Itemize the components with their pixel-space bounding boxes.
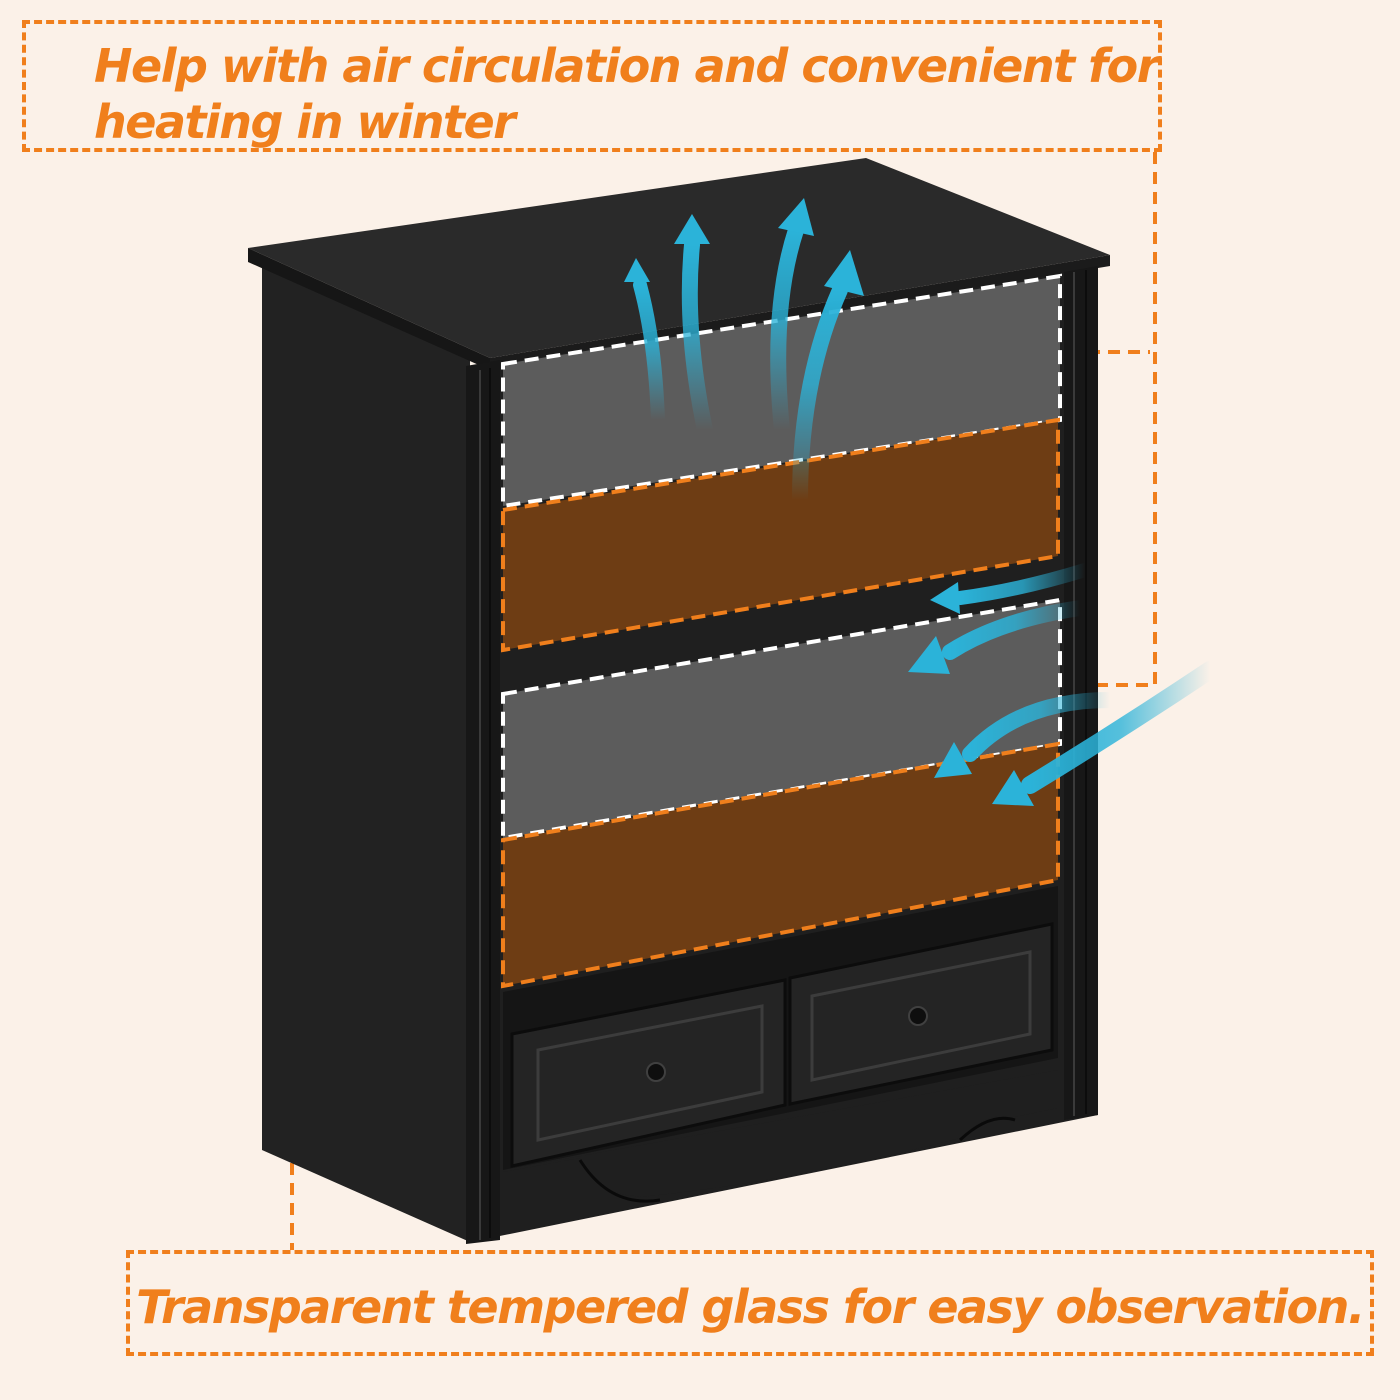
drawer-left-panel — [536, 1004, 764, 1142]
air-circulation-text: Help with air circulation and convenient… — [94, 39, 1159, 149]
knob-icon[interactable] — [908, 1006, 928, 1026]
glass-panel-2 — [501, 417, 1060, 653]
glass-panel-4 — [501, 741, 1060, 989]
airflow-arrows-in — [908, 563, 1219, 806]
knob-icon[interactable] — [646, 1062, 666, 1082]
left-pilaster — [466, 360, 500, 1244]
curved-arrow-icon — [992, 661, 1219, 806]
cabinet-top — [248, 158, 1110, 358]
airflow-arrows-up — [624, 198, 864, 508]
cabinet-top-edge — [248, 248, 490, 370]
right-pilaster — [1064, 266, 1098, 1120]
drawer-right-panel — [810, 950, 1032, 1082]
curved-arrow-icon — [908, 600, 1088, 674]
curved-arrow-icon — [792, 250, 864, 508]
glass-callout: Transparent tempered glass for easy obse… — [126, 1250, 1374, 1356]
cabinet-side-panel — [262, 262, 470, 1242]
cabinet-apron — [503, 1070, 1058, 1197]
glass-text: Transparent tempered glass for easy obse… — [136, 1280, 1365, 1334]
drawers — [503, 886, 1058, 1203]
curved-arrow-icon — [934, 692, 1118, 778]
air-circulation-callout: Help with air circulation and convenient… — [22, 20, 1162, 152]
curved-arrow-icon — [674, 214, 713, 438]
curved-arrow-icon — [624, 258, 665, 427]
curved-arrow-icon — [930, 563, 1092, 614]
curved-arrow-icon — [770, 198, 814, 438]
